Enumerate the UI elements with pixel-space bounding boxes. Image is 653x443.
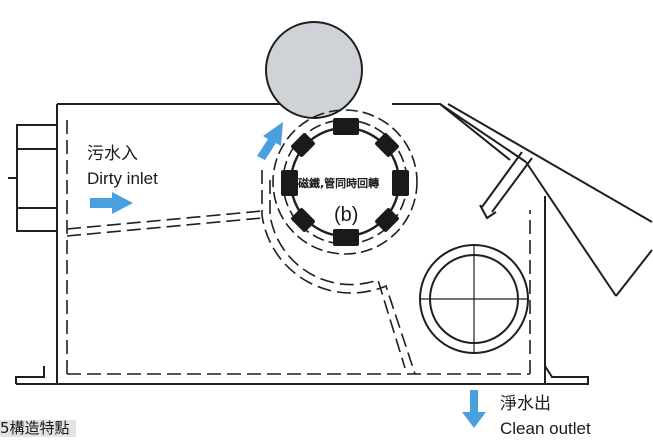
outlet-label-en: Clean outlet xyxy=(500,419,591,438)
outlet-label-zh: 淨水出 xyxy=(500,394,551,414)
outlet-pipe xyxy=(419,244,529,354)
right-foot xyxy=(544,365,589,385)
inner-dashed-walls xyxy=(66,120,531,375)
lift-arrow xyxy=(257,122,283,160)
inlet-arrow xyxy=(90,192,133,214)
discharge-chute xyxy=(439,103,653,297)
inlet-flange xyxy=(8,124,58,232)
inlet-label-zh: 污水入 xyxy=(87,144,138,164)
section-caption: 5構造特點 xyxy=(0,420,76,437)
outlet-arrow xyxy=(462,390,486,428)
drum-rotation-label: 磁鐵,管同時回轉 xyxy=(298,177,380,190)
drum-trough xyxy=(261,170,416,375)
drum-tag: (b) xyxy=(334,204,359,226)
squeeze-roller xyxy=(265,21,363,119)
left-foot xyxy=(15,366,57,385)
magnet-blocks xyxy=(281,118,409,246)
inlet-label-en: Dirty inlet xyxy=(87,169,158,188)
